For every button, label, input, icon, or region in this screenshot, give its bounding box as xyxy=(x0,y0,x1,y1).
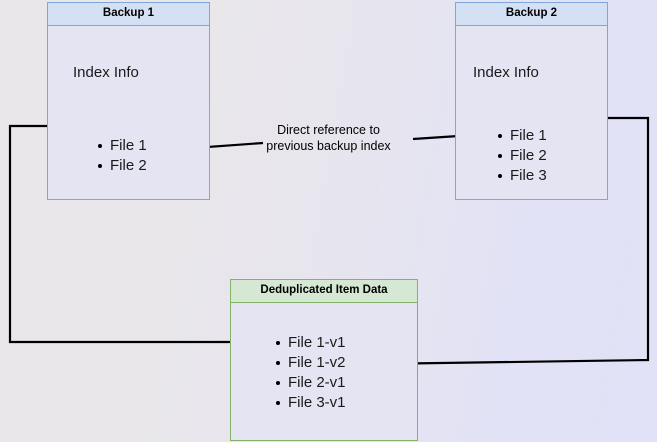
backup-2-index-label: Index Info xyxy=(473,64,539,81)
backup-2-file-list: File 1 File 2 File 3 xyxy=(497,126,547,186)
annotation-line-2: previous backup index xyxy=(266,139,391,153)
direct-reference-annotation: Direct reference to previous backup inde… xyxy=(246,122,411,154)
deduplicated-item-data-body: File 1-v1 File 1-v2 File 2-v1 File 3-v1 xyxy=(231,303,417,440)
list-item: File 2 xyxy=(97,156,147,176)
deduplicated-item-data-header: Deduplicated Item Data xyxy=(231,280,417,303)
deduplicated-file-list: File 1-v1 File 1-v2 File 2-v1 File 3-v1 xyxy=(275,333,346,413)
list-item: File 3 xyxy=(497,166,547,186)
list-item: File 1-v1 xyxy=(275,333,346,353)
list-item: File 2-v1 xyxy=(275,373,346,393)
backup-2-box[interactable]: Backup 2 Index Info File 1 File 2 File 3 xyxy=(455,2,608,200)
backup-1-header: Backup 1 xyxy=(48,3,209,26)
list-item: File 3-v1 xyxy=(275,393,346,413)
backup-1-box[interactable]: Backup 1 Index Info File 1 File 2 xyxy=(47,2,210,200)
list-item: File 2 xyxy=(497,146,547,166)
deduplicated-item-data-box[interactable]: Deduplicated Item Data File 1-v1 File 1-… xyxy=(230,279,418,441)
annotation-line-1: Direct reference to xyxy=(277,123,380,137)
backup-1-body: Index Info File 1 File 2 xyxy=(48,26,209,199)
backup-1-index-label: Index Info xyxy=(73,64,139,81)
list-item: File 1 xyxy=(97,136,147,156)
backup-2-header: Backup 2 xyxy=(456,3,607,26)
backup-2-body: Index Info File 1 File 2 File 3 xyxy=(456,26,607,199)
list-item: File 1-v2 xyxy=(275,353,346,373)
backup-1-file-list: File 1 File 2 xyxy=(97,136,147,176)
list-item: File 1 xyxy=(497,126,547,146)
